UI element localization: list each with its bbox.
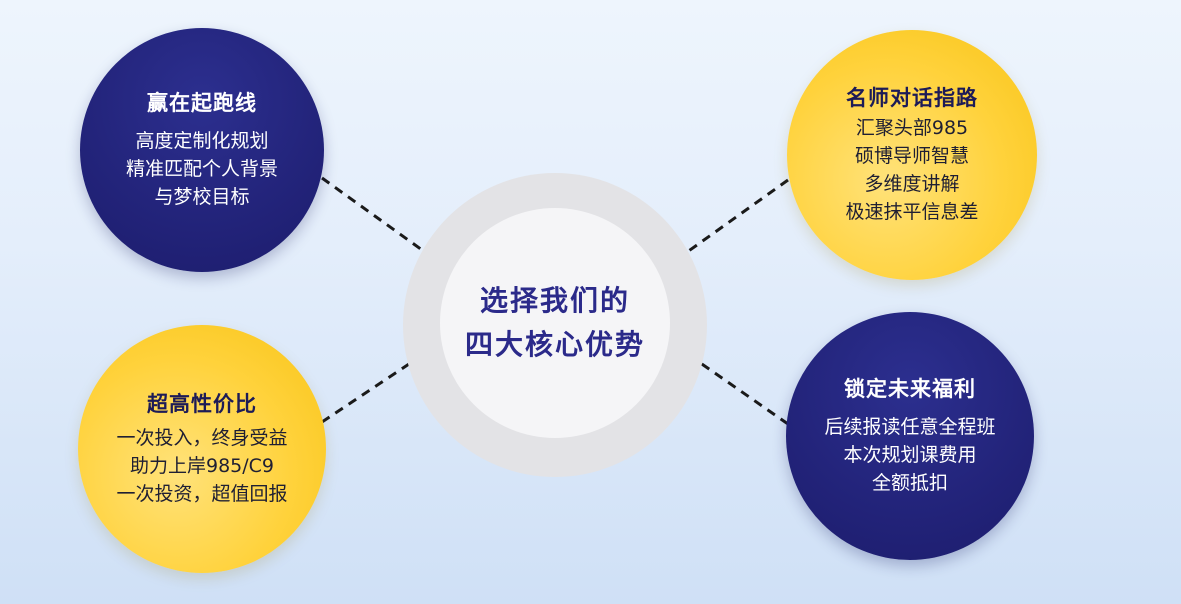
node-top-right: 名师对话指路 汇聚头部985 硕博导师智慧 多维度讲解 极速抹平信息差 — [787, 30, 1037, 280]
node-top-left-line: 与梦校目标 — [154, 186, 250, 208]
node-top-right-line: 硕博导师智慧 — [854, 145, 969, 167]
node-top-left: 赢在起跑线 高度定制化规划 精准匹配个人背景 与梦校目标 — [80, 28, 324, 272]
node-top-right-line: 多维度讲解 — [864, 173, 960, 195]
node-bottom-right-title: 锁定未来福利 — [844, 377, 976, 401]
center-title-line-2: 四大核心优势 — [464, 328, 645, 361]
node-bottom-left-line: 一次投资，超值回报 — [116, 483, 288, 505]
center-circle: 选择我们的 四大核心优势 — [440, 208, 670, 438]
node-top-left-line: 精准匹配个人背景 — [125, 158, 278, 180]
node-top-right-line: 极速抹平信息差 — [845, 201, 979, 223]
node-bottom-right-line: 后续报读任意全程班 — [824, 416, 996, 438]
node-bottom-left-title: 超高性价比 — [147, 392, 257, 416]
node-bottom-right-line: 全额抵扣 — [871, 472, 948, 494]
node-top-right-line: 汇聚头部985 — [855, 117, 969, 139]
node-bottom-left: 超高性价比 一次投入，终身受益 助力上岸985/C9 一次投资，超值回报 — [78, 325, 326, 573]
node-bottom-left-line: 一次投入，终身受益 — [116, 427, 288, 449]
node-top-left-title: 赢在起跑线 — [147, 91, 257, 115]
node-top-left-line: 高度定制化规划 — [135, 130, 269, 152]
node-top-right-title: 名师对话指路 — [846, 86, 978, 110]
node-bottom-right-line: 本次规划课费用 — [843, 444, 977, 466]
node-bottom-left-line: 助力上岸985/C9 — [129, 455, 275, 477]
center-title-line-1: 选择我们的 — [479, 284, 630, 317]
node-bottom-right: 锁定未来福利 后续报读任意全程班 本次规划课费用 全额抵扣 — [786, 312, 1034, 560]
connector-top-right — [675, 178, 789, 262]
connector-top-left — [321, 176, 437, 262]
